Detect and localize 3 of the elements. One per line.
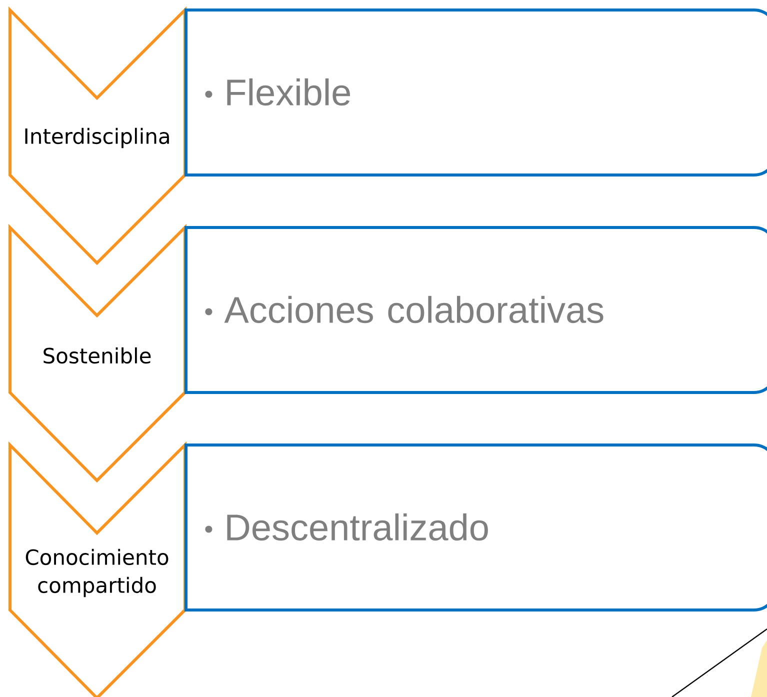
rounded-box: Flexible	[184, 8, 767, 176]
rounded-box: Descentralizado	[184, 444, 767, 612]
rounded-box: Acciones colaborativas	[184, 226, 767, 394]
